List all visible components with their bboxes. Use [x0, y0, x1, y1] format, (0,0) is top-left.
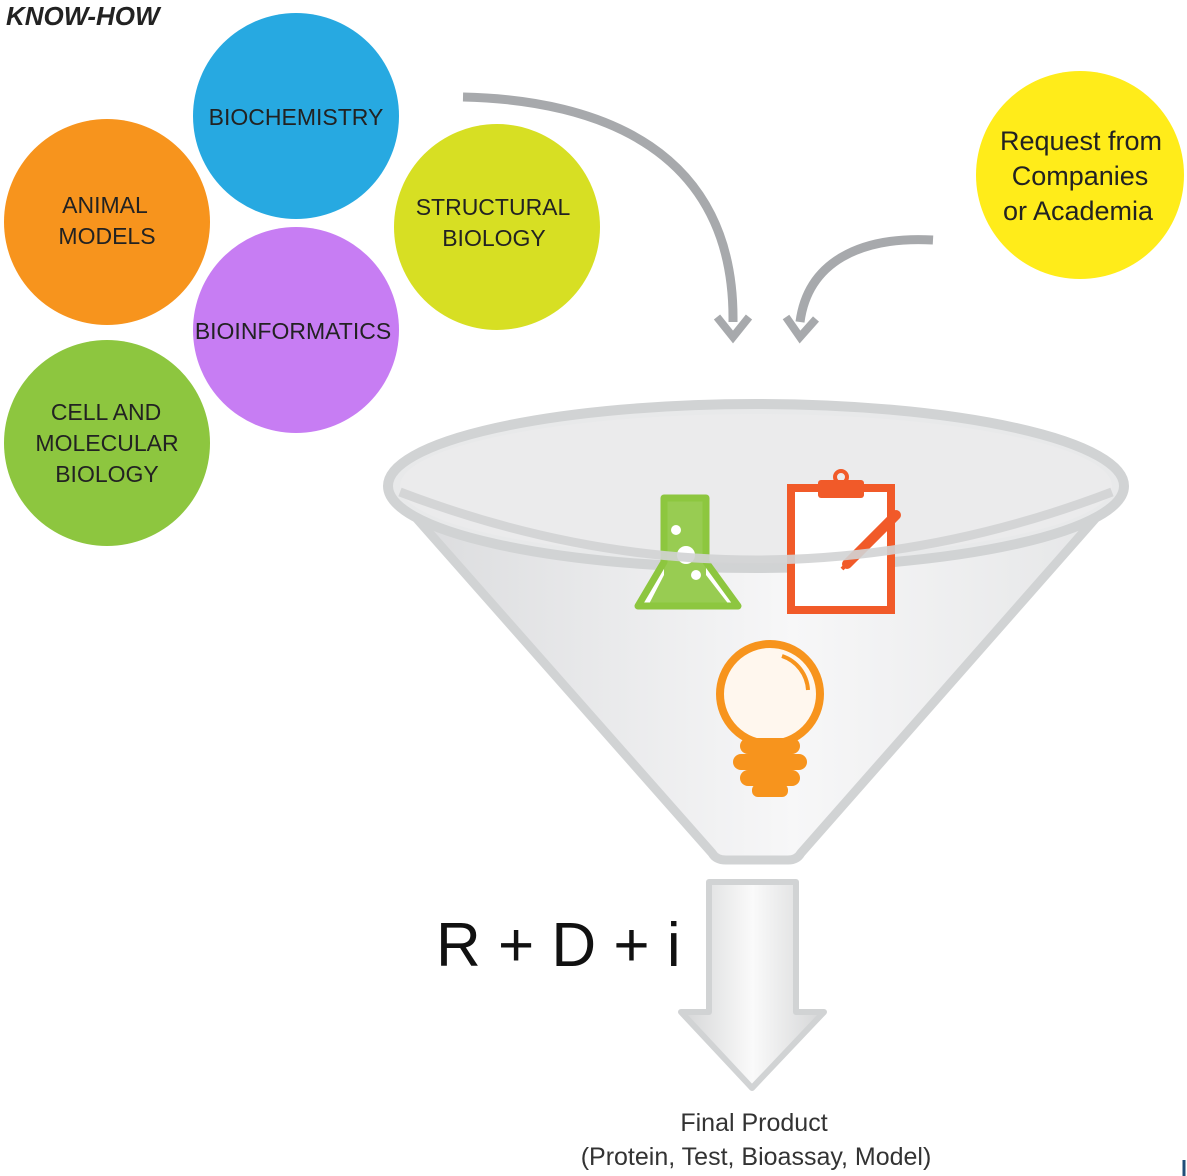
curved-arrow-request	[782, 235, 934, 344]
curved-arrow-knowhow	[462, 92, 753, 344]
output-arrow	[678, 879, 827, 1091]
rdi-formula: R + D + i	[436, 911, 681, 980]
circle-animal-models-shape	[4, 119, 210, 325]
final-product-examples: (Protein, Test, Bioassay, Model)	[581, 1143, 932, 1171]
request-line-1: Request from	[1000, 126, 1162, 156]
request-circle: Request from Companies or Academia	[976, 71, 1184, 279]
request-line-3: or Academia	[1003, 196, 1154, 226]
circle-structural-biology-line-1: STRUCTURAL	[416, 194, 571, 220]
flask-icon	[634, 494, 742, 610]
circle-biochemistry-shape	[193, 13, 399, 219]
knowhow-circles: BIOCHEMISTRY ANIMAL MODELS STRUCTURAL BI…	[4, 13, 600, 546]
circle-cell-molecular-biology-line-2: MOLECULAR	[35, 430, 178, 456]
circle-bioinformatics: BIOINFORMATICS	[193, 227, 399, 433]
circle-structural-biology: STRUCTURAL BIOLOGY	[394, 124, 600, 330]
funnel-rim-front	[398, 487, 1114, 565]
circle-animal-models-line-1: ANIMAL	[62, 192, 148, 218]
request-circle-shape	[976, 71, 1184, 279]
circle-cell-molecular-biology-line-3: BIOLOGY	[55, 461, 159, 487]
circle-structural-biology-line-2: BIOLOGY	[442, 225, 546, 251]
diagram-title: KNOW-HOW	[6, 1, 162, 31]
circle-cell-molecular-biology: CELL AND MOLECULAR BIOLOGY	[4, 340, 210, 546]
lightbulb-icon	[716, 640, 824, 797]
circle-bioinformatics-line-1: BIOINFORMATICS	[195, 318, 391, 344]
circle-biochemistry: BIOCHEMISTRY	[193, 13, 399, 219]
circle-animal-models: ANIMAL MODELS	[4, 119, 210, 325]
request-line-2: Companies	[1012, 161, 1149, 191]
circle-cell-molecular-biology-line-1: CELL AND	[51, 399, 161, 425]
circle-bioinformatics-shape	[193, 227, 399, 433]
circle-animal-models-line-2: MODELS	[58, 223, 155, 249]
circle-cell-molecular-biology-shape	[4, 340, 210, 546]
circle-biochemistry-line-1: BIOCHEMISTRY	[209, 104, 384, 130]
final-product-label: Final Product	[680, 1109, 827, 1137]
clipboard-icon	[787, 469, 901, 614]
circle-structural-biology-shape	[394, 124, 600, 330]
